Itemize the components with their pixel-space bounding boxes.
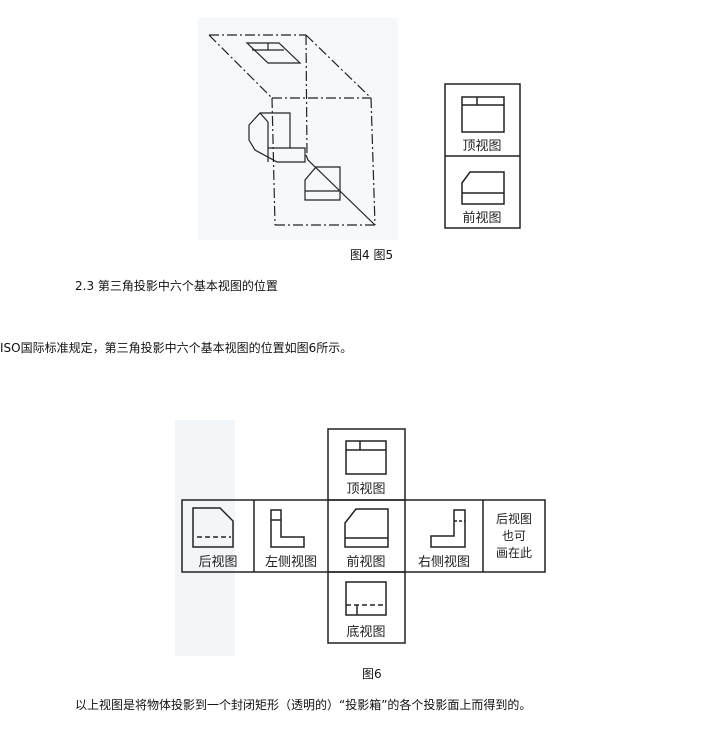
fig6-top-view-label: 顶视图 [346,482,385,497]
figure-6-caption: 图6 [362,667,382,681]
figure-6-drawing [181,428,546,644]
fig6-bottom-view-label: 底视图 [346,624,385,640]
section-heading: 2.3 第三角投影中六个基本视图的位置 [75,279,278,293]
fig6-rear-alt-line2: 也可 [502,529,526,543]
fig6-left-view-label: 左侧视图 [265,555,317,570]
top-view-label: 顶视图 [462,139,501,154]
scan-background [175,420,235,656]
scan-background [198,18,398,240]
views-panel [444,83,521,229]
front-view-label: 前视图 [462,210,501,226]
fig6-rear-alt-line1: 后视图 [496,511,532,526]
paragraph: ISO国际标准规定，第三角投影中六个基本视图的位置如图6所示。 [0,341,353,355]
fig6-front-view-label: 前视图 [346,554,385,570]
fig6-rear-alt-line3: 画在此 [496,546,532,560]
figure-4-5-caption: 图4 图5 [350,248,394,262]
fig6-back-view-label: 后视图 [198,555,237,570]
fig6-right-view-label: 右侧视图 [418,555,470,570]
closing-paragraph: 以上视图是将物体投影到一个封闭矩形（透明的）“投影箱”的各个投影面上而得到的。 [75,698,532,712]
projection-box-drawing [208,34,376,226]
